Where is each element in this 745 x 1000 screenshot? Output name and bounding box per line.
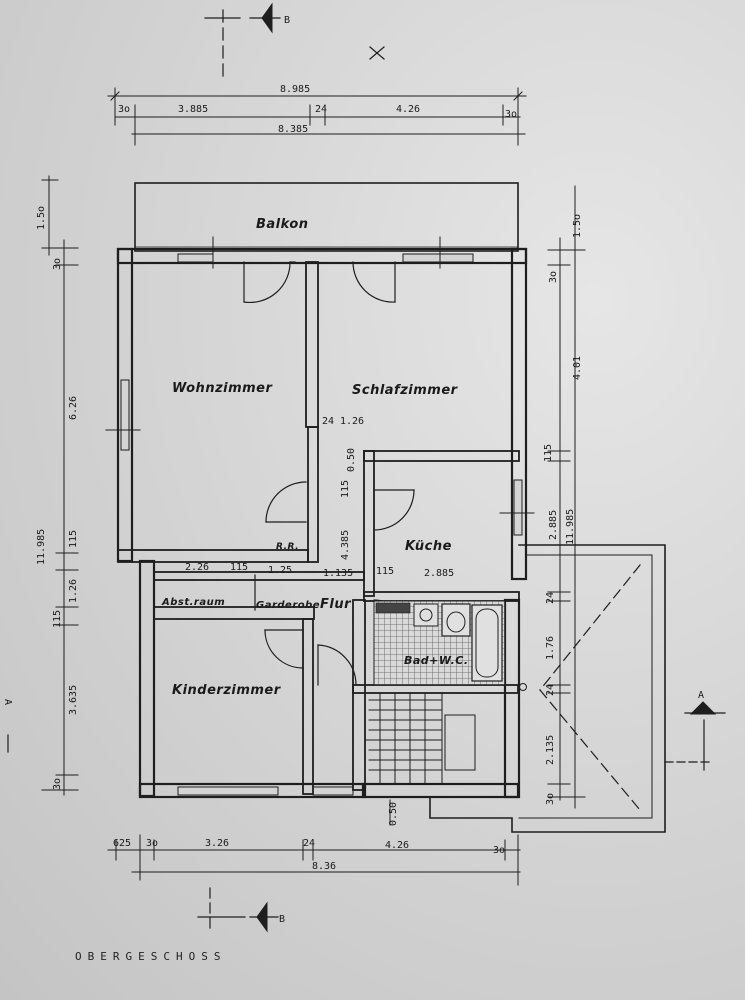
room-garderobe: Garderobe — [256, 600, 320, 611]
dim-left-b30: 3o — [52, 778, 63, 790]
room-kueche: Küche — [405, 539, 452, 554]
room-flur: Flur — [320, 597, 352, 612]
bathroom — [373, 600, 506, 686]
section-label-a-right: A — [698, 690, 704, 701]
dim-bottom-a: 625 — [113, 838, 131, 849]
dimension-bottom — [107, 799, 521, 886]
dim-top-inner: 8.385 — [278, 124, 308, 135]
windows-bottom — [177, 786, 354, 796]
dim-inner-115: 115 — [340, 480, 351, 498]
dim-right-24b: 24 — [545, 684, 556, 696]
room-abstellraum: Abst.raum — [161, 597, 225, 608]
section-label-b-bottom: B — [279, 914, 285, 925]
dim-inner-115r: 115 — [230, 562, 248, 573]
dim-inner-115k: 115 — [376, 566, 394, 577]
dim-left-overall: 11.985 — [36, 529, 47, 565]
section-marker-a-right — [664, 701, 726, 771]
dim-bottom-d: 24 — [303, 838, 315, 849]
dim-inner-050: 0.50 — [346, 448, 357, 472]
interior-walls — [117, 261, 520, 795]
dim-bottom-b: 3o — [146, 838, 158, 849]
room-kinderzimmer: Kinderzimmer — [172, 683, 282, 698]
room-bad: Bad+W.C. — [404, 654, 469, 667]
dim-right-b30: 3o — [545, 793, 556, 805]
dim-left-wohn: 6.26 — [68, 396, 79, 420]
staircase — [364, 692, 506, 785]
dim-top-overall: 8.985 — [280, 84, 310, 95]
window-left — [105, 379, 141, 451]
dim-right-w30: 3o — [548, 271, 559, 283]
dimension-left — [41, 175, 79, 796]
dim-bottom-e: 4.26 — [385, 840, 409, 851]
section-label-b-top: B — [284, 15, 290, 26]
dim-right-24a: 24 — [545, 592, 556, 604]
dimension-top — [107, 87, 527, 146]
dim-right-overall: 11.985 — [565, 509, 576, 545]
dim-left-kinder: 3.635 — [68, 685, 79, 715]
dimension-right — [547, 185, 586, 809]
dim-left-balkon: 1.5o — [36, 206, 47, 230]
dim-inner-24: 24 — [322, 416, 334, 427]
dim-left-w30: 3o — [52, 258, 63, 270]
room-balkon: Balkon — [256, 217, 309, 232]
dim-top-e: 3o — [505, 109, 517, 120]
dim-left-115a: 115 — [68, 530, 79, 548]
north-cross-icon — [369, 46, 385, 60]
dim-left-126: 1.26 — [68, 579, 79, 603]
dim-bottom-overall: 8.36 — [312, 861, 336, 872]
dim-inner-226: 2.26 — [185, 562, 209, 573]
section-marker-b-top — [204, 2, 281, 81]
windows-top — [177, 236, 474, 269]
room-rr: R.R. — [276, 542, 299, 552]
dim-top-d: 4.26 — [396, 104, 420, 115]
room-schlafzimmer: Schlafzimmer — [352, 383, 459, 398]
dim-top-a: 3o — [118, 104, 130, 115]
annex-terrace — [429, 544, 666, 833]
dim-top-c: 24 — [315, 104, 327, 115]
dim-left-115b: 115 — [52, 610, 63, 628]
dim-right-kueche: 2.885 — [548, 510, 559, 540]
section-label-a-left: A — [2, 699, 13, 705]
dim-inner-125: 1.25 — [268, 565, 292, 576]
dim-right-schlaf: 4.01 — [572, 356, 583, 380]
dim-inner-2885: 2.885 — [424, 568, 454, 579]
dim-right-stair: 2.135 — [545, 735, 556, 765]
dim-right-bad: 1.76 — [545, 636, 556, 660]
section-marker-b-bottom — [197, 887, 279, 933]
dim-inner-4385: 4.385 — [340, 530, 351, 560]
dim-inner-126: 1.26 — [340, 416, 364, 427]
dim-bottom-c: 3.26 — [205, 838, 229, 849]
dim-inner-1135: 1.135 — [323, 568, 353, 579]
window-kitchen — [499, 479, 535, 536]
dim-right-balkon: 1.5o — [572, 214, 583, 238]
plan-title: OBERGESCHOSS — [75, 950, 226, 963]
dim-top-b: 3.885 — [178, 104, 208, 115]
room-wohnzimmer: Wohnzimmer — [172, 381, 274, 396]
balcony — [134, 182, 519, 252]
dim-right-115: 115 — [543, 444, 554, 462]
dim-bottom-f: 3o — [493, 845, 505, 856]
dim-inner-050s: 0.50 — [388, 802, 399, 826]
